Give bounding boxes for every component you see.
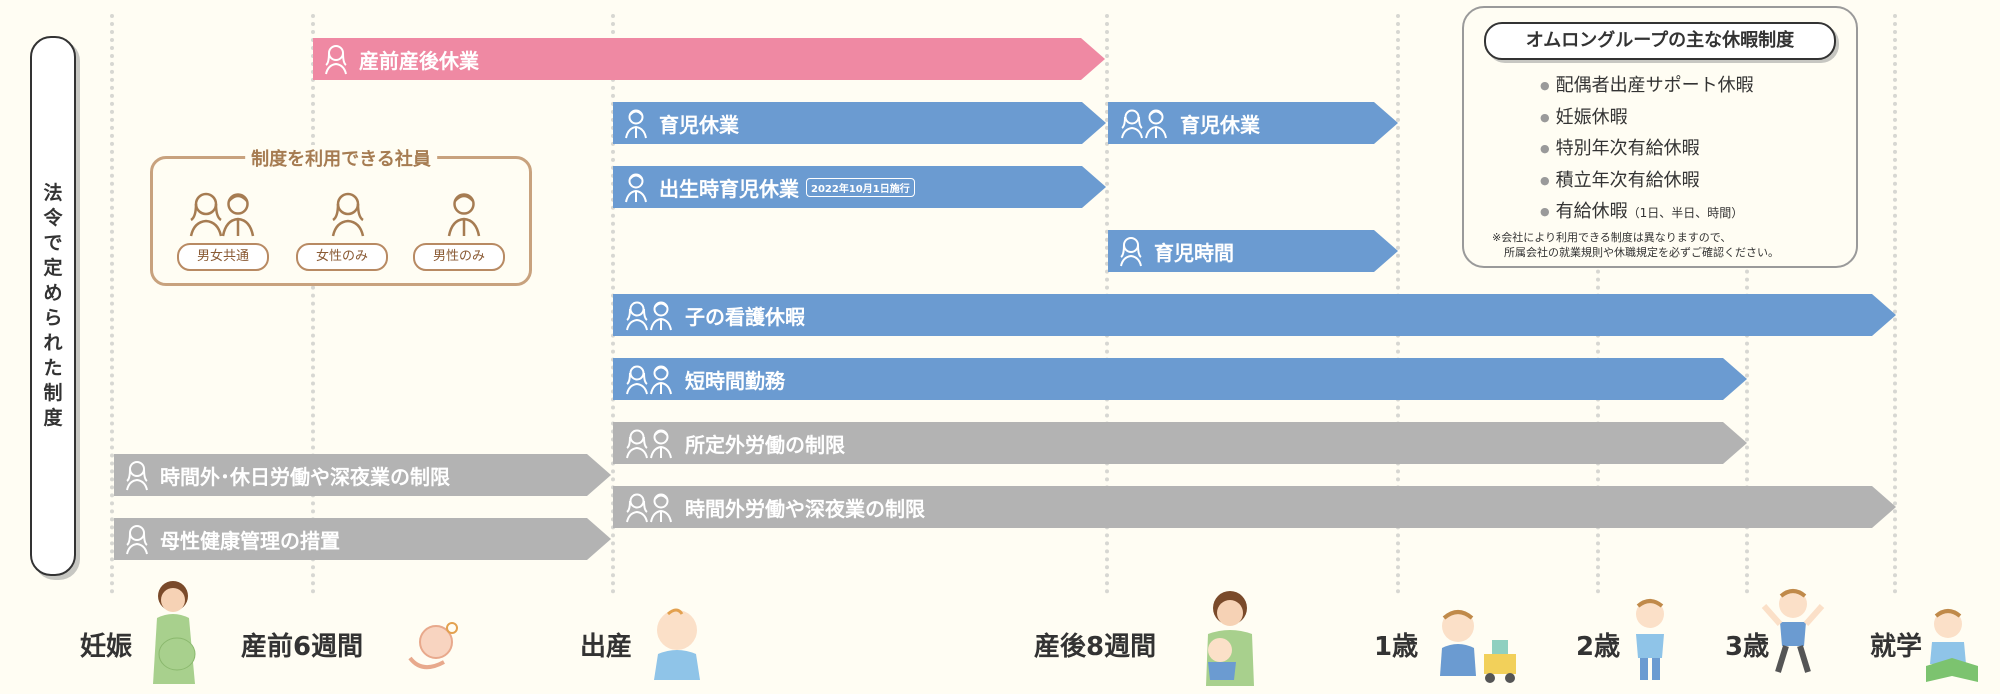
bar-maternity-leave: 産前産後休業 [313, 38, 1105, 80]
list-item: 特別年次有給休暇 [1540, 133, 1754, 165]
bar-label: 子の看護休暇 [685, 304, 805, 329]
list-item: 有給休暇（1日、半日、時間） [1540, 196, 1754, 228]
legend-title: 制度を利用できる社員 [245, 145, 437, 171]
both-people-icon [626, 365, 672, 395]
child-age2-illustration [1636, 599, 1664, 680]
legend-pill-both: 男女共通 [177, 243, 269, 271]
female-icon [126, 525, 148, 555]
milestone-school: 就学 [1870, 632, 1923, 662]
both-people-icon [1121, 109, 1167, 139]
list-item: 妊娠休暇 [1540, 102, 1754, 134]
effective-date-badge: 2022年10月1日施行 [806, 177, 915, 197]
male-icon [625, 173, 647, 203]
statutory-systems-tab: 法令で定められた制度 [30, 36, 76, 576]
toddler-with-toy-illustration [1440, 610, 1516, 683]
bar-label: 育児休業 [659, 112, 739, 137]
eligibility-legend: 制度を利用できる社員 男女共通 女性のみ 男性のみ [150, 145, 532, 286]
female-icon [331, 192, 365, 237]
omron-leave-box: オムロングループの主な休暇制度 配偶者出産サポート休暇 妊娠休暇 特別年次有給休… [1462, 6, 1858, 268]
bar-nursing-time: 育児時間 [1108, 230, 1398, 272]
milestone-age-3: 3歳 [1725, 632, 1770, 662]
bar-childcare-leave-2: 育児休業 [1108, 102, 1398, 144]
bar-label: 出生時育児休業 [659, 176, 799, 201]
side-label: 法令で定められた制度 [43, 182, 63, 429]
milestone-prenatal-6w: 産前6週間 [241, 632, 364, 662]
list-item-sub: （1日、半日、時間） [1627, 206, 1744, 220]
bar-label: 母性健康管理の措置 [160, 528, 340, 553]
milestone-postnatal-8w: 産後8週間 [1034, 632, 1157, 662]
bar-label: 育児休業 [1180, 112, 1260, 137]
milestone-age-2: 2歳 [1576, 632, 1621, 662]
mother-and-baby-illustration [1206, 591, 1254, 686]
bar-label: 育児時間 [1154, 240, 1234, 265]
omron-note: ※会社により利用できる制度は異なりますので、 所属会社の就業規則や休職規定を必ず… [1492, 231, 1779, 259]
jumping-child-illustration [1761, 589, 1825, 673]
omron-box-title: オムロングループの主な休暇制度 [1484, 22, 1836, 60]
both-people-icon [189, 192, 255, 237]
bar-child-care-sick-leave: 子の看護休暇 [613, 294, 1896, 336]
milestone-birth: 出産 [580, 632, 633, 662]
bar-label: 所定外労働の制限 [685, 432, 845, 457]
female-icon [1120, 237, 1142, 267]
timeline-line-pregnancy [110, 14, 114, 594]
bar-label: 時間外･休日労働や深夜業の制限 [160, 464, 450, 489]
list-item: 配偶者出産サポート休暇 [1540, 70, 1754, 102]
fetus-illustration [408, 622, 458, 670]
bar-label: 短時間勤務 [685, 368, 785, 393]
schoolchild-reading-illustration [1926, 609, 1978, 682]
bar-label: 時間外労働や深夜業の制限 [685, 496, 925, 521]
list-item: 積立年次有給休暇 [1540, 165, 1754, 197]
female-icon [126, 461, 148, 491]
both-people-icon [626, 301, 672, 331]
milestone-age-1: 1歳 [1374, 632, 1419, 662]
both-people-icon [626, 493, 672, 523]
male-icon [447, 193, 481, 237]
omron-leave-list: 配偶者出産サポート休暇 妊娠休暇 特別年次有給休暇 積立年次有給休暇 有給休暇（… [1540, 70, 1754, 228]
timeline-line-prenatal [311, 14, 315, 594]
bar-short-working-hours: 短時間勤務 [613, 358, 1747, 400]
bar-childcare-leave-1: 育児休業 [613, 102, 1106, 144]
both-people-icon [626, 429, 672, 459]
milestone-pregnancy: 妊娠 [80, 632, 133, 662]
bar-label: 産前産後休業 [359, 48, 479, 73]
female-icon [325, 45, 347, 75]
bar-overtime-limit: 所定外労働の制限 [613, 422, 1747, 464]
legend-pill-female: 女性のみ [296, 243, 388, 271]
bar-maternal-health: 母性健康管理の措置 [114, 518, 611, 560]
bar-night-work-limit: 時間外労働や深夜業の制限 [613, 486, 1896, 528]
legend-pill-male: 男性のみ [413, 243, 505, 271]
baby-illustration [654, 608, 700, 680]
pregnant-woman-illustration [153, 581, 196, 684]
bar-holiday-night-work-limit-female: 時間外･休日労働や深夜業の制限 [114, 454, 611, 496]
male-icon [625, 109, 647, 139]
bar-paternity-leave: 出生時育児休業 2022年10月1日施行 [613, 166, 1106, 208]
